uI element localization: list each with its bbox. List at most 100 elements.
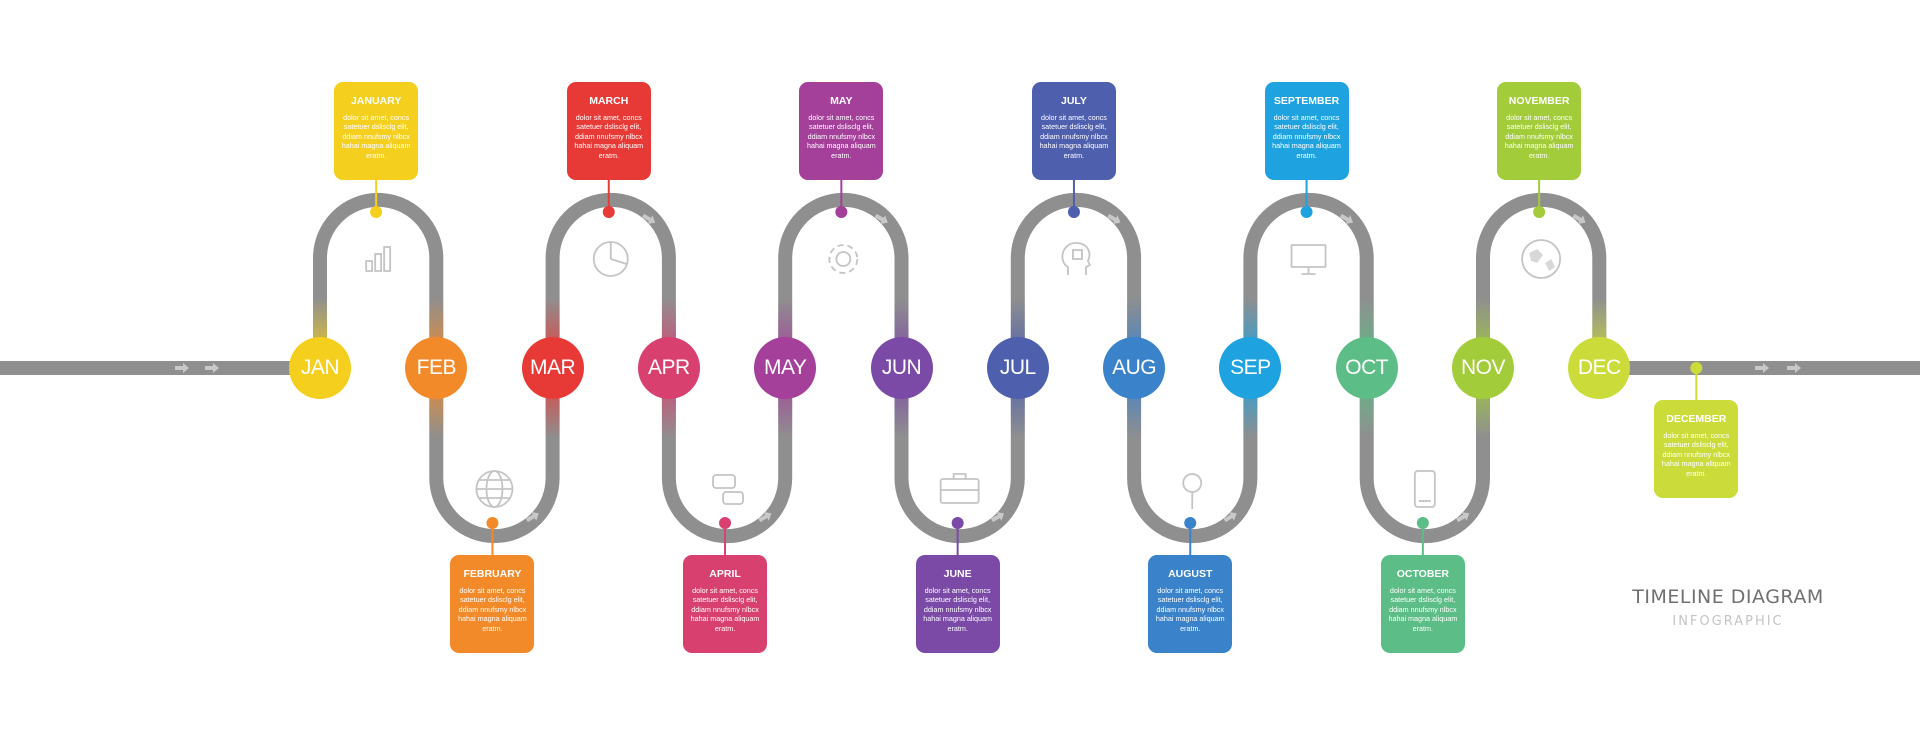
- month-node-aug: AUG: [1103, 337, 1166, 399]
- arrow-icon: [175, 363, 189, 373]
- month-node-jul: JUL: [986, 337, 1049, 399]
- card-title: AUGUST: [1168, 568, 1213, 580]
- smartphone-icon: [1413, 470, 1436, 508]
- month-node-apr: APR: [637, 337, 700, 399]
- diagram-title: TIMELINE DIAGRAM: [1632, 586, 1824, 608]
- bar-chart-icon: [365, 246, 392, 272]
- card-title: SEPTEMBER: [1273, 95, 1340, 107]
- month-node-dec: DEC: [1568, 337, 1631, 399]
- chat-bubbles-icon: [712, 474, 744, 505]
- arrow-icon: [758, 512, 772, 523]
- arrow-icon: [1456, 512, 1470, 523]
- arrow-icon: [525, 512, 539, 523]
- month-node-jun: JUN: [870, 337, 933, 399]
- track-segment: [545, 192, 676, 368]
- card-body-text: dolor sit amet, concs satetuer dslisclg …: [923, 586, 992, 633]
- month-card-june: JUNE dolor sit amet, concs satetuer dslis…: [915, 555, 1000, 653]
- card-body-text: dolor sit amet, concs satetuer dslisclg …: [1388, 586, 1458, 633]
- card-body-text: dolor sit amet, concs satetuer dslisclg …: [1661, 431, 1731, 478]
- track-segment: [1359, 368, 1490, 544]
- card-body-text: dolor sit amet, concs satetuer dslisclg …: [1155, 586, 1225, 633]
- arrow-icon: [1223, 512, 1237, 523]
- track-segment: [313, 192, 444, 368]
- month-node-mar: MAR: [521, 337, 584, 399]
- gear-icon: [828, 244, 859, 274]
- month-card-september: SEPTEMBER dolor sit amet, concs satetuer …: [1264, 82, 1349, 180]
- month-card-march: MARCH dolor sit amet, concs satetuer dsli…: [566, 82, 651, 180]
- month-node-nov: NOV: [1452, 337, 1514, 399]
- card-title: JULY: [1060, 95, 1087, 107]
- diagram-title-block: TIMELINE DIAGRAM INFOGRAPHIC: [1558, 586, 1898, 629]
- connector-dot: [370, 206, 383, 218]
- arrow-icon: [1755, 363, 1769, 373]
- connector-dot: [1300, 206, 1313, 218]
- arrow-icon: [1572, 213, 1586, 224]
- card-title: JANUARY: [350, 95, 402, 107]
- connector-dot: [1184, 517, 1197, 529]
- month-node-sep: SEP: [1219, 337, 1282, 399]
- card-title: OCTOBER: [1396, 568, 1449, 580]
- card-body-text: dolor sit amet, concs satetuer dslisclg …: [458, 586, 527, 633]
- diagram-subtitle: INFOGRAPHIC: [1672, 614, 1784, 629]
- month-node-may: MAY: [754, 337, 817, 399]
- card-title: FEBRUARY: [463, 568, 522, 580]
- month-card-may: MAY dolor sit amet, concs satetuer dslisc…: [799, 82, 884, 180]
- arrow-icon: [990, 512, 1005, 523]
- month-node-jan: JAN: [289, 337, 351, 399]
- track-segment: [894, 368, 1025, 544]
- arrow-icon: [874, 213, 888, 224]
- head-profile-icon: [1061, 242, 1092, 275]
- card-title: APRIL: [709, 568, 741, 580]
- arrow-icon: [205, 363, 219, 373]
- month-node-feb: FEB: [405, 337, 468, 399]
- track-segment: [778, 192, 909, 368]
- connector-dot: [486, 517, 499, 529]
- globe-icon: [475, 470, 514, 508]
- card-title: MAY: [830, 95, 853, 107]
- month-card-december: DECEMBER dolor sit amet, concs satetuer d…: [1654, 400, 1739, 498]
- card-body-text: dolor sit amet, concs satetuer dslisclg …: [341, 113, 411, 160]
- connector-dot: [835, 206, 848, 218]
- card-title: JUNE: [943, 568, 972, 580]
- monitor-icon: [1290, 244, 1327, 275]
- card-body-text: dolor sit amet, concs satetuer dslisclg …: [690, 586, 760, 633]
- card-body-text: dolor sit amet, concs satetuer dslisclg …: [1039, 113, 1109, 160]
- arrow-icon: [1107, 213, 1121, 224]
- month-card-july: JULY dolor sit amet, concs satetuer dslis…: [1031, 82, 1116, 180]
- arrow-icon: [1339, 213, 1353, 224]
- card-body-text: dolor sit amet, concs satetuer dslisclg …: [806, 113, 876, 160]
- track-segment: [1243, 192, 1374, 368]
- month-card-october: OCTOBER dolor sit amet, concs satetuer ds…: [1380, 555, 1465, 653]
- month-card-february: FEBRUARY dolor sit amet, concs satetuer d…: [450, 555, 535, 653]
- magnifier-icon: [1182, 473, 1203, 509]
- track-segment: [661, 368, 793, 544]
- track-segment: [1476, 192, 1607, 368]
- card-body-text: dolor sit amet, concs satetuer dslisclg …: [1272, 113, 1341, 160]
- connector-dot: [1533, 206, 1546, 218]
- card-title: MARCH: [589, 95, 629, 107]
- card-body-text: dolor sit amet, concs satetuer dslisclg …: [574, 113, 644, 160]
- world-map-icon: [1521, 239, 1562, 279]
- month-card-april: APRIL dolor sit amet, concs satetuer dsli…: [683, 555, 768, 653]
- arrow-icon: [642, 213, 656, 224]
- connector-dot: [719, 517, 732, 529]
- card-body-text: dolor sit amet, concs satetuer dslisclg …: [1504, 113, 1574, 160]
- connector-dot: [1690, 362, 1703, 374]
- connector-dot: [1416, 517, 1429, 529]
- pie-chart-icon: [592, 241, 629, 277]
- month-card-january: JANUARY dolor sit amet, concs satetuer ds…: [334, 82, 419, 180]
- month-card-august: AUGUST dolor sit amet, concs satetuer dsl…: [1148, 555, 1233, 653]
- track-segment: [429, 368, 560, 544]
- briefcase-icon: [939, 473, 980, 504]
- arrow-icon: [1787, 363, 1801, 373]
- connector-dot: [602, 206, 615, 218]
- month-node-oct: OCT: [1335, 337, 1398, 399]
- track-segment: [1010, 192, 1142, 368]
- track-segment: [1127, 368, 1258, 544]
- card-title: DECEMBER: [1666, 413, 1727, 425]
- month-card-november: NOVEMBER dolor sit amet, concs satetuer d…: [1497, 82, 1582, 180]
- connector-dot: [951, 517, 964, 529]
- connector-dot: [1067, 206, 1080, 218]
- card-title: NOVEMBER: [1508, 95, 1570, 107]
